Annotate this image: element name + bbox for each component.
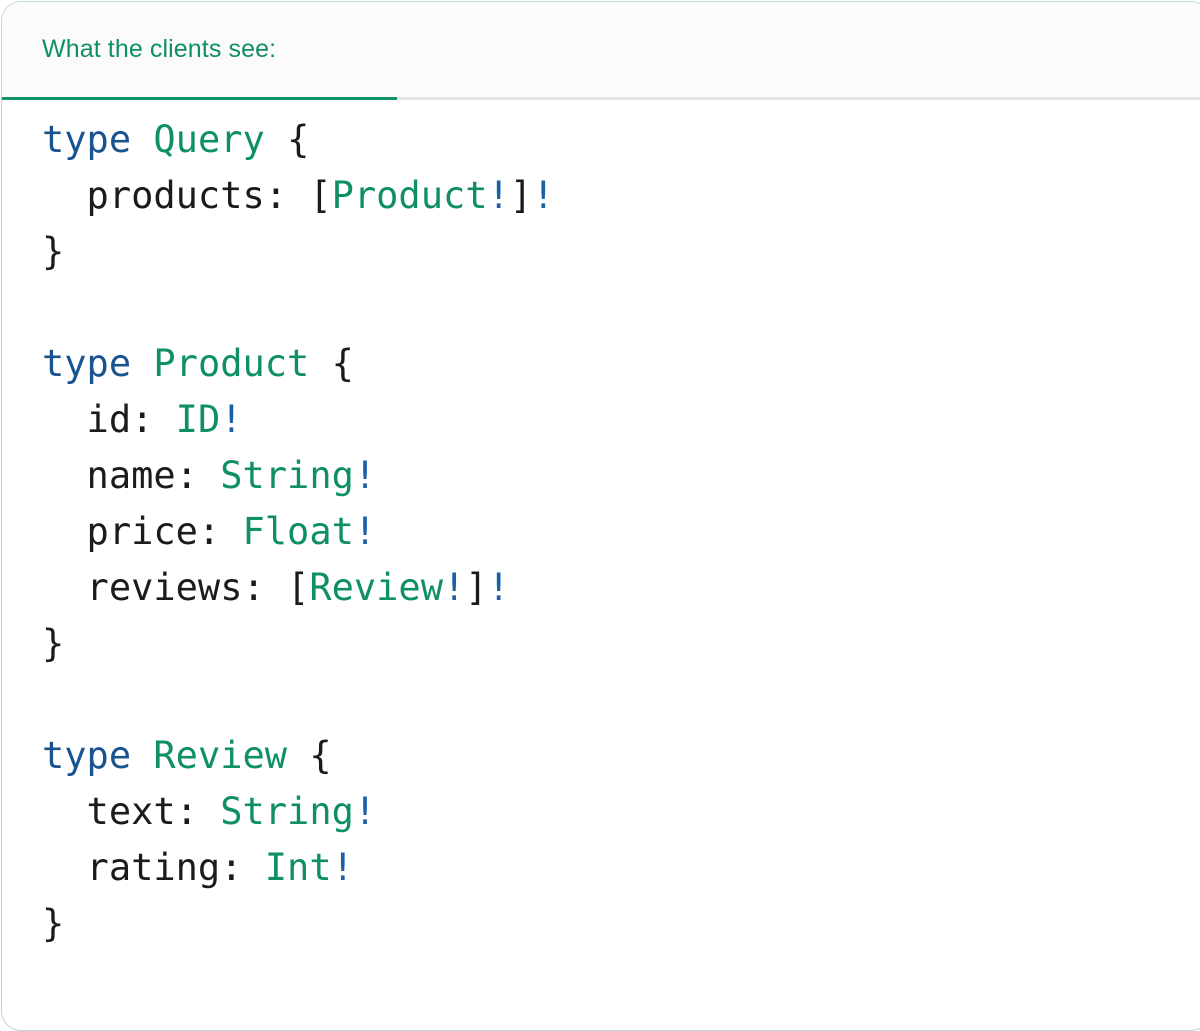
code-token-tn: Query — [153, 118, 265, 161]
code-token-fld: reviews — [42, 566, 243, 609]
code-token-bang: ! — [220, 398, 243, 441]
code-token-bang: ! — [532, 174, 555, 217]
code-token-punc: { — [331, 342, 354, 385]
code-token-punc: { — [287, 118, 310, 161]
code-token-tn: Float — [242, 510, 354, 553]
code-token-punc: ] — [509, 174, 533, 217]
code-line — [42, 280, 1200, 336]
code-token-fld: name — [42, 454, 176, 497]
code-token-tn: Int — [264, 846, 332, 889]
code-token-tn: ID — [175, 398, 221, 441]
code-token-tn: String — [220, 790, 354, 833]
code-token-bang: ! — [353, 790, 377, 833]
code-line: text: String! — [42, 784, 1200, 840]
code-token-punc — [131, 734, 153, 777]
code-token-punc: } — [42, 622, 65, 665]
code-token-tn: Review — [153, 734, 288, 777]
code-token-fld: rating — [42, 846, 221, 889]
code-line: type Review { — [42, 728, 1200, 784]
code-token-punc: : — [131, 398, 176, 441]
code-token-tn: Product — [153, 342, 310, 385]
code-token-punc: : — [220, 846, 265, 889]
code-token-punc: : — [242, 566, 288, 609]
code-token-bang: ! — [353, 510, 377, 553]
code-token-punc: } — [42, 230, 65, 273]
code-token-tn: String — [220, 454, 354, 497]
code-token-kw: type — [42, 734, 132, 777]
code-line: type Query { — [42, 112, 1200, 168]
code-token-tn: Product — [331, 174, 488, 217]
code-token-fld: price — [42, 510, 198, 553]
code-token-bang: ! — [331, 846, 354, 889]
code-token-punc: ] — [465, 566, 488, 609]
code-token-punc: : — [175, 790, 221, 833]
code-token-punc: { — [309, 734, 332, 777]
code-line: } — [42, 616, 1200, 672]
code-line: reviews: [Review!]! — [42, 560, 1200, 616]
code-token-punc: : — [264, 174, 310, 217]
code-token-punc: [ — [309, 174, 332, 217]
code-token-punc — [309, 342, 331, 385]
tab-bar: What the clients see: — [2, 2, 1200, 100]
code-token-bang: ! — [487, 566, 510, 609]
code-token-punc — [265, 118, 287, 161]
code-line: rating: Int! — [42, 840, 1200, 896]
code-token-bang: ! — [487, 174, 510, 217]
code-line: id: ID! — [42, 392, 1200, 448]
code-token-fld: products — [42, 174, 265, 217]
code-token-bang: ! — [353, 454, 377, 497]
tab-label: What the clients see: — [42, 35, 277, 63]
code-token-fld: text — [42, 790, 176, 833]
graphql-schema-code: type Query { products: [Product!]!} type… — [2, 100, 1200, 952]
code-token-fld: id — [42, 398, 132, 441]
code-token-bang: ! — [442, 566, 466, 609]
code-token-punc: } — [42, 902, 65, 945]
code-line: products: [Product!]! — [42, 168, 1200, 224]
code-pane: type Query { products: [Product!]!} type… — [2, 100, 1200, 952]
code-token-punc — [131, 342, 153, 385]
code-line: type Product { — [42, 336, 1200, 392]
code-token-punc — [287, 734, 309, 777]
code-token-tn: Review — [309, 566, 443, 609]
code-line: } — [42, 896, 1200, 952]
code-token-punc: : — [175, 454, 221, 497]
code-token-punc: : — [197, 510, 243, 553]
tab-what-the-clients-see[interactable]: What the clients see: — [2, 2, 397, 100]
code-token-punc: [ — [287, 566, 310, 609]
code-token-punc — [131, 118, 153, 161]
code-line: } — [42, 224, 1200, 280]
code-line: name: String! — [42, 448, 1200, 504]
code-line — [42, 672, 1200, 728]
code-line: price: Float! — [42, 504, 1200, 560]
code-token-kw: type — [42, 342, 132, 385]
code-token-kw: type — [42, 118, 132, 161]
